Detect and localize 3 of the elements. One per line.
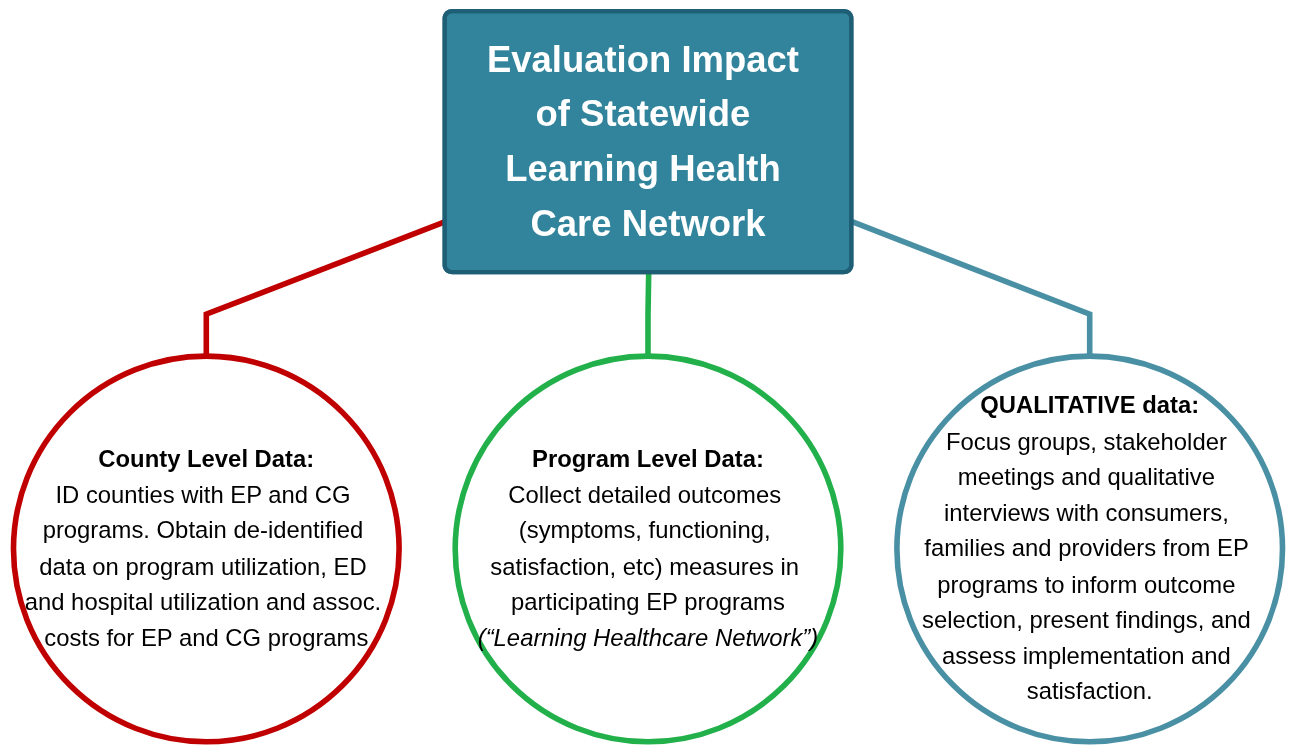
node-circle: County Level Data: ID counties with EP and CG programs. Obtain de-identified data on program utilization, ED and hospital utilization and assoc. costs for EP and CG programs xyxy=(10,353,402,745)
node-circle: QUALITATIVE data: Focus groups, stakeholder meetings and qualitative interviews with consumers, families and providers from EP programs to inform outcome selection, present findings, and assess implementation and satisfaction. xyxy=(894,353,1286,745)
node-circle: Program Level Data: Collect detailed outcomes (symptoms, functioning, satisfaction, etc) measures in participating EP programs (“Learning Healthcare Network”) xyxy=(452,353,844,745)
